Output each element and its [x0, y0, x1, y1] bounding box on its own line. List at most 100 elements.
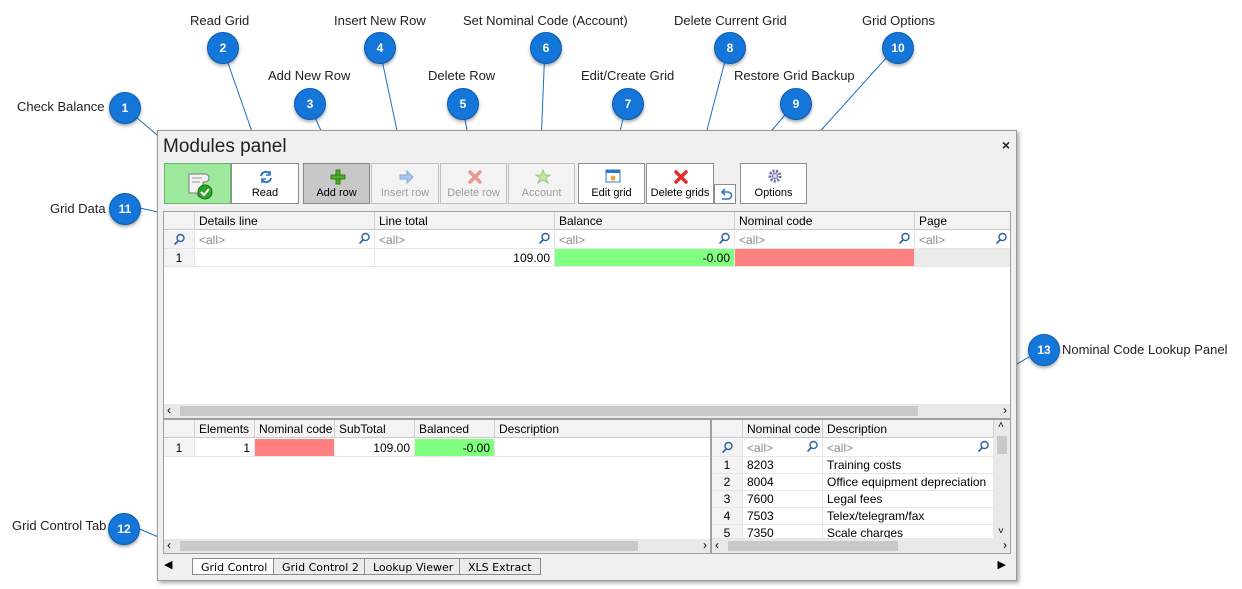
delete-grids-label: Delete grids	[650, 187, 710, 199]
restore-backup-button[interactable]	[714, 184, 736, 204]
lookup-code-cell[interactable]: 7600	[743, 491, 823, 508]
tab-grid-control[interactable]: Grid Control	[192, 558, 277, 575]
horizontal-scrollbar[interactable]: ‹ ›	[164, 403, 1010, 418]
lookup-desc-cell[interactable]: Scale charges	[823, 525, 994, 539]
balanced-cell[interactable]: -0.00	[415, 439, 495, 457]
chevron-right-icon[interactable]: ›	[1003, 538, 1007, 552]
nominal-code-cell[interactable]	[735, 249, 915, 267]
chevron-right-icon[interactable]: ›	[703, 538, 707, 552]
column-header[interactable]: Balanced	[415, 420, 495, 438]
filter-placeholder: <all>	[747, 441, 774, 455]
row-number[interactable]: 5	[712, 525, 743, 539]
lookup-code-cell[interactable]: 8203	[743, 457, 823, 474]
column-header[interactable]: Page	[915, 212, 1010, 230]
filter-input[interactable]: <all>	[375, 231, 555, 249]
gear-icon	[768, 169, 782, 183]
tab-scroll-right-icon[interactable]: ▶	[997, 559, 1006, 571]
lookup-desc-cell[interactable]: Legal fees	[823, 491, 994, 508]
column-header[interactable]: Description	[495, 420, 710, 438]
filter-input[interactable]: <all>	[823, 439, 994, 457]
row-number[interactable]: 3	[712, 491, 743, 508]
row-number[interactable]: 1	[164, 439, 195, 457]
chevron-down-icon[interactable]: ˅	[998, 526, 1004, 537]
search-icon[interactable]	[806, 440, 819, 453]
column-header[interactable]: Details line	[195, 212, 375, 230]
callout-label-read-grid: Read Grid	[190, 13, 250, 28]
chevron-left-icon[interactable]: ‹	[167, 403, 171, 417]
close-button[interactable]: ×	[1001, 137, 1010, 153]
tab-lookup-viewer[interactable]: Lookup Viewer	[364, 558, 463, 575]
horizontal-scrollbar[interactable]: ‹ ›	[712, 538, 1010, 553]
scrollbar-thumb[interactable]	[728, 541, 898, 551]
callout-label-edit-create-grid: Edit/Create Grid	[581, 68, 675, 83]
search-icon[interactable]	[995, 232, 1008, 245]
vertical-scrollbar[interactable]: ˄ ˅	[994, 420, 1010, 539]
horizontal-scrollbar[interactable]: ‹ ›	[164, 538, 710, 553]
account-button[interactable]: Account	[508, 163, 575, 204]
column-header[interactable]: Description	[823, 420, 994, 438]
search-icon[interactable]	[898, 232, 911, 245]
lookup-code-cell[interactable]: 7350	[743, 525, 823, 539]
delete-row-button[interactable]: Delete row	[440, 163, 507, 204]
callout-badge-3: 3	[294, 88, 326, 120]
tab-xls-extract[interactable]: XLS Extract	[459, 558, 541, 575]
column-header[interactable]: Line total	[375, 212, 555, 230]
details-line-cell[interactable]	[195, 249, 375, 267]
callout-badge-8: 8	[714, 32, 746, 64]
column-header[interactable]: SubTotal	[335, 420, 415, 438]
chevron-left-icon[interactable]: ‹	[167, 538, 171, 552]
row-number[interactable]: 2	[712, 474, 743, 491]
edit-grid-button[interactable]: Edit grid	[578, 163, 645, 204]
scrollbar-thumb[interactable]	[997, 436, 1007, 454]
subtotal-cell[interactable]: 109.00	[335, 439, 415, 457]
lookup-desc-cell[interactable]: Office equipment depreciation	[823, 474, 994, 491]
tab-grid-control-2[interactable]: Grid Control 2	[273, 558, 368, 575]
balance-cell[interactable]: -0.00	[555, 249, 735, 267]
search-icon[interactable]	[977, 440, 990, 453]
star-icon	[535, 169, 551, 185]
scrollbar-thumb[interactable]	[180, 406, 918, 416]
callout-badge-9: 9	[780, 88, 812, 120]
tab-scroll-left-icon[interactable]: ◀	[164, 559, 173, 571]
chevron-right-icon[interactable]: ›	[1003, 403, 1007, 417]
column-header[interactable]: Nominal code	[255, 420, 335, 438]
page-cell[interactable]	[915, 249, 1010, 267]
delete-grids-button[interactable]: Delete grids	[646, 163, 714, 204]
lookup-desc-cell[interactable]: Training costs	[823, 457, 994, 474]
description-cell[interactable]	[495, 439, 710, 457]
filter-input[interactable]: <all>	[555, 231, 735, 249]
arrow-right-icon	[399, 169, 414, 185]
line-total-cell[interactable]: 109.00	[375, 249, 555, 267]
search-icon[interactable]	[358, 232, 371, 245]
column-header[interactable]: Elements	[195, 420, 255, 438]
row-number[interactable]: 4	[712, 508, 743, 525]
column-header[interactable]: Nominal code	[743, 420, 823, 438]
row-number[interactable]: 1	[712, 457, 743, 474]
lookup-desc-cell[interactable]: Telex/telegram/fax	[823, 508, 994, 525]
callout-badge-6: 6	[530, 32, 562, 64]
filter-input[interactable]: <all>	[743, 439, 823, 457]
callout-label-check-balance: Check Balance	[17, 99, 105, 114]
chevron-up-icon[interactable]: ˄	[998, 420, 1004, 431]
chevron-left-icon[interactable]: ‹	[715, 538, 719, 552]
check-balance-button[interactable]	[164, 163, 231, 204]
scrollbar-thumb[interactable]	[180, 541, 638, 551]
lookup-code-cell[interactable]: 7503	[743, 508, 823, 525]
nominal-code-cell[interactable]	[255, 439, 335, 457]
column-header[interactable]: Balance	[555, 212, 735, 230]
callout-label-restore-grid-backup: Restore Grid Backup	[734, 68, 855, 83]
column-header[interactable]: Nominal code	[735, 212, 915, 230]
row-number[interactable]: 1	[164, 249, 195, 267]
lookup-code-cell[interactable]: 8004	[743, 474, 823, 491]
add-row-button[interactable]: Add row	[303, 163, 370, 204]
elements-cell[interactable]: 1	[195, 439, 255, 457]
filter-input[interactable]: <all>	[195, 231, 375, 249]
search-icon[interactable]	[718, 232, 731, 245]
read-button[interactable]: Read	[231, 163, 299, 204]
search-icon[interactable]	[538, 232, 551, 245]
options-button[interactable]: Options	[740, 163, 807, 204]
filter-input[interactable]: <all>	[915, 231, 1010, 249]
callout-badge-10: 10	[882, 32, 914, 64]
filter-input[interactable]: <all>	[735, 231, 915, 249]
insert-row-button[interactable]: Insert row	[371, 163, 439, 204]
